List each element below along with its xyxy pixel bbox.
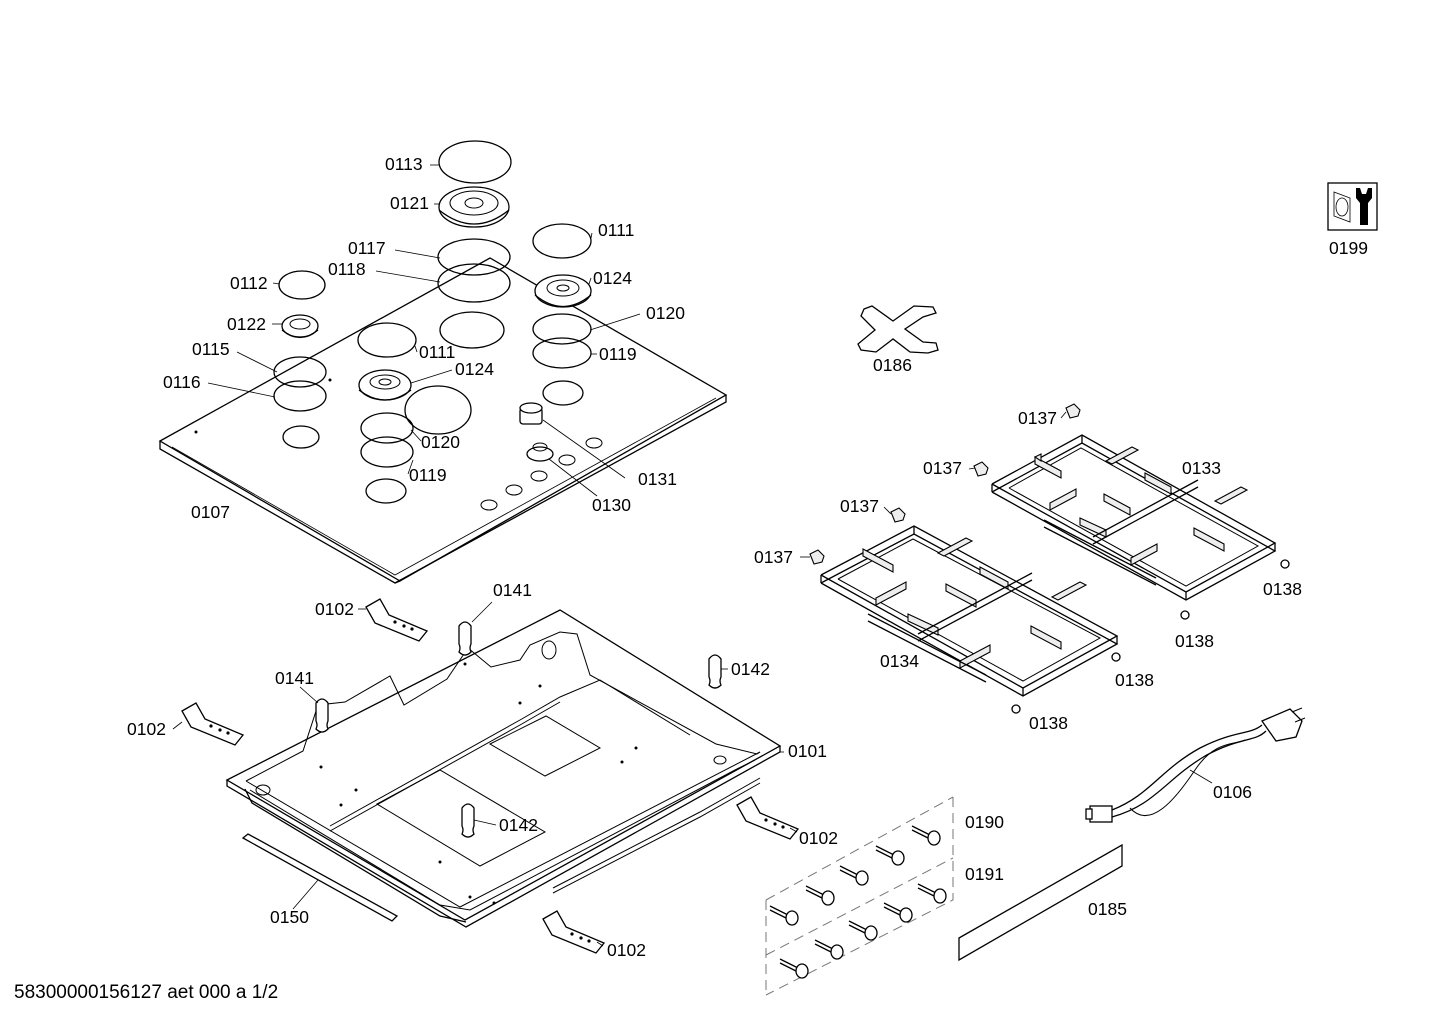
label-0119-right: 0119: [599, 344, 637, 364]
label-0106: 0106: [1213, 782, 1252, 802]
label-0101: 0101: [788, 741, 827, 761]
label-0133: 0133: [1182, 458, 1221, 478]
label-0102-b: 0102: [127, 719, 166, 739]
label-0142-a: 0142: [731, 659, 770, 679]
label-0199: 0199: [1329, 238, 1368, 258]
label-0112: 0112: [230, 273, 268, 293]
label-0191: 0191: [965, 864, 1004, 884]
wrench-service-icon: [1327, 182, 1378, 231]
leader-lines-top: [207, 164, 641, 497]
rating-label: [958, 843, 1123, 962]
label-0142-b: 0142: [499, 815, 538, 835]
label-0102-d: 0102: [607, 940, 646, 960]
label-0141-a: 0141: [493, 580, 532, 600]
label-0138-d: 0138: [1029, 713, 1068, 733]
cooktop-plate: [158, 257, 728, 584]
label-0134: 0134: [880, 651, 919, 671]
label-0137-c: 0137: [840, 496, 879, 516]
label-0124-right: 0124: [593, 268, 632, 288]
clips-and-feet: [800, 403, 1290, 714]
label-0141-b: 0141: [275, 668, 314, 688]
label-0122: 0122: [227, 314, 266, 334]
pan-support-upper: [991, 434, 1277, 601]
pan-support-lower: [820, 525, 1119, 697]
label-0137-d: 0137: [754, 547, 793, 567]
label-0138-c: 0138: [1115, 670, 1154, 690]
label-0113: 0113: [385, 154, 423, 174]
label-0137-a: 0137: [1018, 408, 1057, 428]
cross-foot-part: [857, 305, 939, 354]
label-0131: 0131: [638, 469, 677, 489]
label-0111-middle: 0111: [419, 342, 455, 362]
label-0120-middle: 0120: [421, 432, 460, 452]
label-0119-middle: 0119: [409, 465, 447, 485]
label-0185: 0185: [1088, 899, 1127, 919]
label-0107: 0107: [191, 502, 230, 522]
label-0138-b: 0138: [1175, 631, 1214, 651]
part-labels: 0113 0121 0117 0118 0112 0122 0115 0116 …: [127, 154, 1368, 960]
label-0121: 0121: [390, 193, 429, 213]
label-0111-right: 0111: [598, 220, 634, 240]
label-0124-middle: 0124: [455, 359, 494, 379]
power-cord: [1085, 707, 1306, 823]
label-0118: 0118: [328, 259, 366, 279]
label-0190: 0190: [965, 812, 1004, 832]
label-0130: 0130: [592, 495, 631, 515]
spring-clips: [299, 601, 784, 838]
label-0117: 0117: [348, 238, 386, 258]
label-0150: 0150: [270, 907, 309, 927]
label-0102-c: 0102: [799, 828, 838, 848]
label-0186: 0186: [873, 355, 912, 375]
label-0137-b: 0137: [923, 458, 962, 478]
label-0116: 0116: [163, 372, 201, 392]
burner-parts: [273, 140, 592, 468]
mounting-brackets: [172, 598, 800, 954]
drawing-id-footer: 58300000156127 aet 000 a 1/2: [14, 982, 278, 1003]
label-0115: 0115: [192, 339, 230, 359]
screw-set: [765, 796, 954, 996]
label-0102-a: 0102: [315, 599, 354, 619]
base-tray: [225, 609, 782, 928]
label-0120-right: 0120: [646, 303, 685, 323]
label-0138-a: 0138: [1263, 579, 1302, 599]
seal-strip: [241, 833, 399, 922]
